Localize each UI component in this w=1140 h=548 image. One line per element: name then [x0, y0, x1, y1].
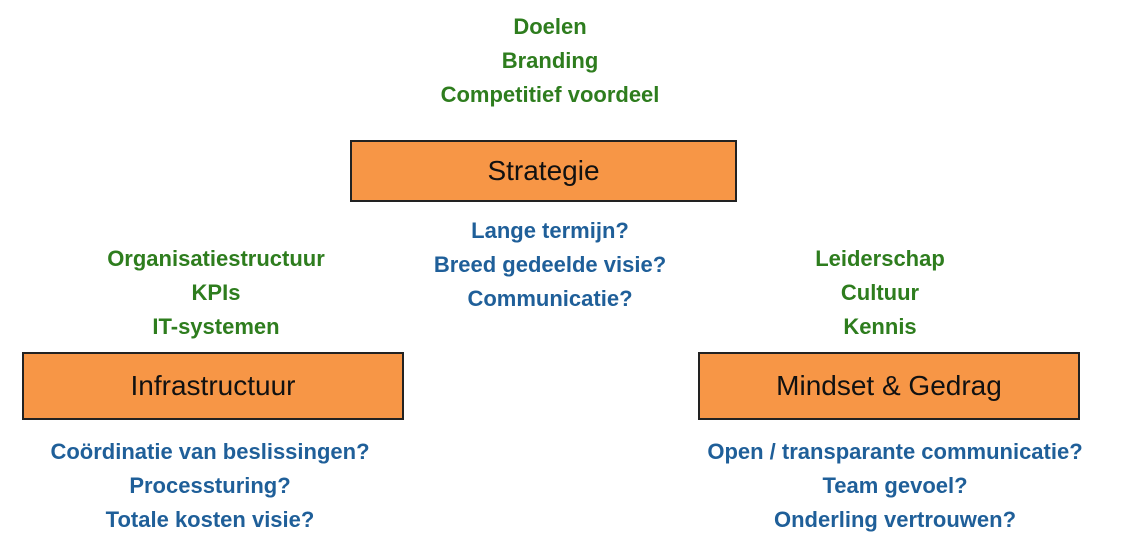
infrastructuur-box: Infrastructuur: [22, 352, 404, 420]
strategie-goal-item: Branding: [501, 48, 599, 73]
strategie-question-item: Breed gedeelde visie?: [433, 252, 667, 277]
infrastructuur-elements: Organisatiestructuur KPIs IT-systemen: [16, 242, 416, 344]
infrastructuur-element-item: Organisatiestructuur: [107, 246, 325, 271]
strategie-goal-item: Doelen: [513, 14, 587, 39]
strategie-box-label: Strategie: [487, 155, 600, 186]
infrastructuur-element-item: IT-systemen: [152, 314, 280, 339]
infrastructuur-box-label: Infrastructuur: [130, 370, 296, 401]
infrastructuur-question-item: Processturing?: [129, 473, 291, 498]
mindset-box: Mindset & Gedrag: [698, 352, 1080, 420]
mindset-box-label: Mindset & Gedrag: [776, 370, 1002, 401]
infrastructuur-question-item: Coördinatie van beslissingen?: [50, 439, 370, 464]
strategie-question-item: Communicatie?: [467, 286, 633, 311]
infrastructuur-question-item: Totale kosten visie?: [105, 507, 315, 532]
mindset-questions: Open / transparante communicatie? Team g…: [660, 435, 1130, 537]
strategie-goals: Doelen Branding Competitief voordeel: [350, 10, 750, 112]
strategie-box: Strategie: [350, 140, 737, 202]
mindset-question-item: Onderling vertrouwen?: [773, 507, 1017, 532]
strategie-questions: Lange termijn? Breed gedeelde visie? Com…: [350, 214, 750, 316]
mindset-question-item: Team gevoel?: [822, 473, 968, 498]
mindset-elements: Leiderschap Cultuur Kennis: [680, 242, 1080, 344]
strategie-goal-item: Competitief voordeel: [440, 82, 660, 107]
mindset-element-item: Leiderschap: [815, 246, 945, 271]
strategie-question-item: Lange termijn?: [471, 218, 629, 243]
mindset-element-item: Kennis: [843, 314, 917, 339]
infrastructuur-questions: Coördinatie van beslissingen? Processtur…: [0, 435, 420, 537]
mindset-question-item: Open / transparante communicatie?: [707, 439, 1083, 464]
mindset-element-item: Cultuur: [840, 280, 920, 305]
infrastructuur-element-item: KPIs: [191, 280, 241, 305]
